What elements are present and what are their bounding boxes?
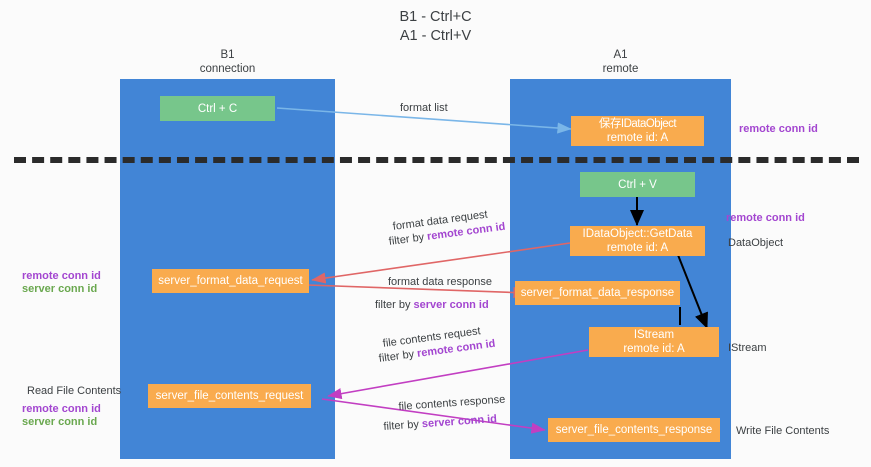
edge-label-format-data-response-filter: filter by server conn id (375, 298, 489, 312)
box-server-file-contents-request[interactable]: server_file_contents_request (148, 384, 311, 408)
box-getdata-line-1: IDataObject::GetData (582, 228, 693, 240)
box-ctrl-v[interactable]: Ctrl + V (580, 172, 695, 197)
annotation-left-server-conn-id: server conn id (22, 283, 98, 295)
box-istream-line-2: remote id: A (623, 343, 685, 355)
box-server-file-contents-response[interactable]: server_file_contents_response (548, 418, 720, 442)
diagram-title: B1 - Ctrl+C A1 - Ctrl+V (0, 8, 871, 46)
annotation-left-remote-conn-id-2: remote conn id (22, 403, 101, 415)
edge-label-format-list: format list (400, 102, 448, 114)
annotation-left-server-conn-id-2: server conn id (22, 416, 98, 428)
box-ctrl-c-label: Ctrl + C (197, 102, 238, 115)
filter-prefix: filter by (383, 418, 423, 433)
box-server-format-data-request-label: server_format_data_request (158, 275, 303, 287)
column-header-a1-name: A1 (613, 49, 628, 61)
column-header-a1: A1 remote (510, 48, 731, 76)
box-server-file-contents-response-label: server_file_contents_response (555, 424, 713, 436)
column-header-b1: B1 connection (120, 48, 335, 76)
annotation-right-mid-remote-conn-id: remote conn id (726, 212, 805, 224)
box-getdata-line-2: remote id: A (606, 242, 669, 254)
phase-divider (14, 157, 859, 163)
box-store-dataobject-line-2: remote id: A (606, 132, 669, 144)
filter-prefix: filter by (388, 230, 428, 248)
box-getdata[interactable]: IDataObject::GetData remote id: A (570, 226, 705, 256)
box-server-format-data-response-label: server_format_data_response (520, 287, 675, 299)
annotation-left-read-file-contents: Read File Contents (27, 385, 122, 397)
annotation-right-write-file-contents: Write File Contents (736, 425, 830, 437)
box-server-format-data-request[interactable]: server_format_data_request (152, 269, 309, 293)
box-istream-line-1: IStream (633, 329, 675, 341)
edge-label-format-data-response: format data response (388, 276, 492, 288)
title-line-1: B1 - Ctrl+C (399, 9, 472, 25)
filter-key-server-conn-id: server conn id (413, 299, 489, 311)
column-header-b1-role: connection (199, 63, 256, 75)
box-server-file-contents-request-label: server_file_contents_request (155, 390, 304, 402)
box-server-format-data-response[interactable]: server_format_data_response (515, 281, 680, 305)
box-ctrl-v-label: Ctrl + V (618, 178, 657, 191)
annotation-right-istream: IStream (728, 342, 767, 354)
box-ctrl-c[interactable]: Ctrl + C (160, 96, 275, 121)
title-line-2: A1 - Ctrl+V (399, 28, 472, 44)
filter-key-server-conn-id: server conn id (421, 413, 498, 431)
box-store-dataobject-line-1: 保存IDataObject (598, 118, 677, 130)
annotation-right-dataobject: DataObject (728, 237, 784, 249)
box-store-dataobject[interactable]: 保存IDataObject remote id: A (571, 116, 704, 146)
filter-prefix: filter by (375, 299, 414, 311)
annotation-right-top-remote-conn-id: remote conn id (739, 123, 818, 135)
column-header-b1-name: B1 (220, 49, 235, 61)
filter-prefix: filter by (378, 347, 418, 365)
annotation-left-remote-conn-id: remote conn id (22, 270, 101, 282)
edge-label-file-contents-response: file contents response (398, 393, 506, 413)
column-header-a1-role: remote (602, 63, 639, 75)
box-istream[interactable]: IStream remote id: A (589, 327, 719, 357)
edge-label-file-contents-response-filter: filter by server conn id (383, 412, 497, 434)
